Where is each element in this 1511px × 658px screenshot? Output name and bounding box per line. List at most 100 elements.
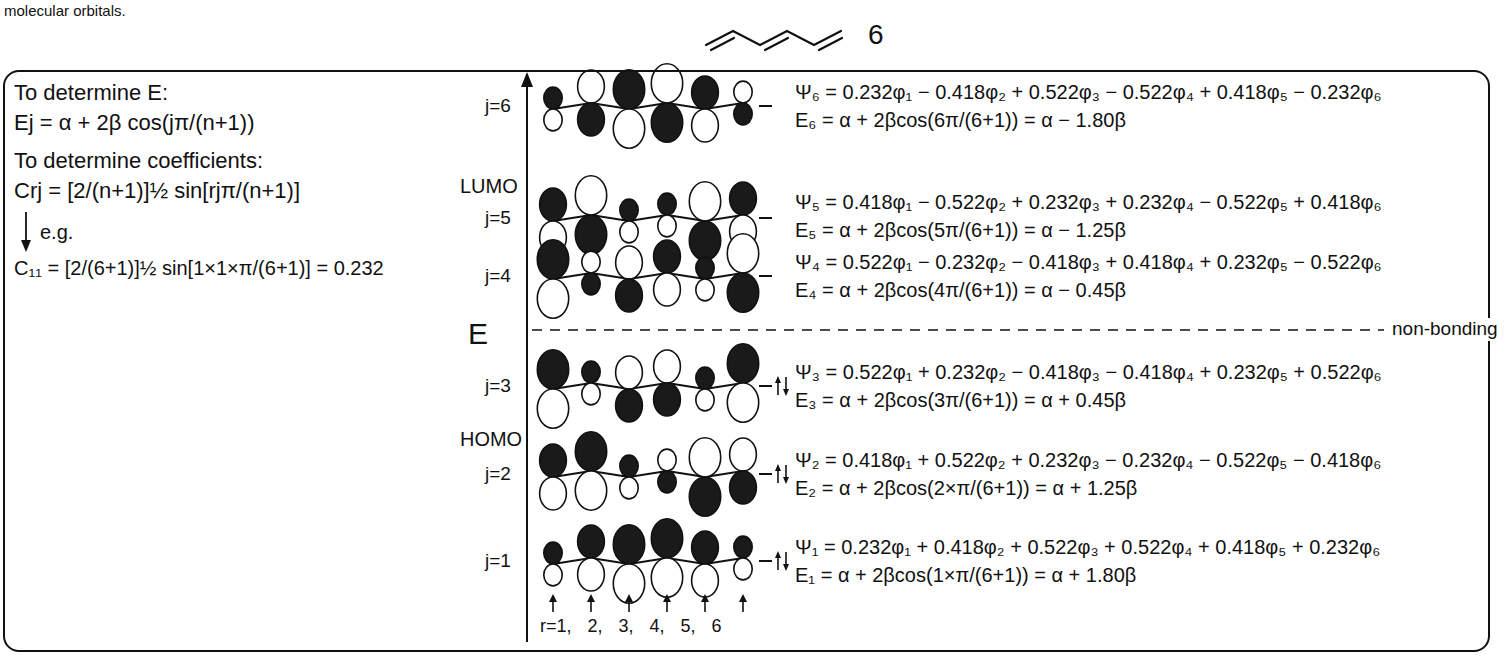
p-orbital-lobe (692, 531, 719, 564)
p-orbital-lobe (727, 234, 758, 273)
p-orbital-lobe (689, 221, 720, 260)
wavefunction-text: Ψ₃ = 0.522φ₁ + 0.232φ₂ − 0.418φ₃ − 0.418… (795, 360, 1382, 384)
p-orbital-lobe (620, 477, 638, 499)
energy-text: E₅ = α + 2βcos(5π/(6+1)) = α − 1.25β (795, 218, 1126, 242)
energy-text: E₆ = α + 2βcos(6π/(6+1)) = α − 1.80β (795, 108, 1126, 132)
p-orbital-lobe (696, 279, 714, 301)
p-orbital-lobe (689, 477, 720, 516)
double-bond (819, 38, 842, 50)
p-orbital-lobe (696, 257, 714, 279)
level-label: j=6 (485, 95, 511, 118)
axis-label: LUMO (460, 174, 518, 198)
p-orbital-lobe (658, 215, 676, 237)
p-orbital-lobe (651, 558, 682, 597)
p-orbital-lobe (544, 109, 562, 131)
p-orbital-lobe (582, 383, 600, 405)
p-orbital-lobe (613, 564, 644, 603)
energy-level (759, 560, 772, 562)
p-orbital-lobe (537, 279, 568, 318)
energy-level (759, 473, 772, 475)
p-orbital-lobe (537, 389, 568, 428)
p-orbital-lobe (727, 273, 758, 312)
p-orbital-lobe (651, 103, 682, 142)
carbon-backbone (553, 383, 743, 389)
p-orbital-lobe (727, 383, 758, 422)
p-orbital-lobe (578, 558, 605, 591)
wavefunction-text: Ψ₅ = 0.418φ₁ − 0.522φ₂ + 0.232φ₃ + 0.232… (795, 190, 1382, 214)
p-orbital-lobe (734, 536, 752, 558)
electron-up (777, 556, 779, 570)
level-label: j=2 (485, 463, 511, 486)
p-orbital-lobe (582, 251, 600, 273)
p-orbital-lobe (616, 279, 643, 312)
energy-level (759, 105, 772, 107)
example-arrowhead (21, 240, 31, 252)
energy-text: E₃ = α + 2βcos(3π/(6+1)) = α + 0.45β (795, 388, 1126, 412)
p-orbital-lobe (537, 350, 568, 389)
atom-index-arrowhead (701, 594, 709, 602)
example-arrow (25, 212, 27, 242)
p-orbital-lobe (734, 81, 752, 103)
p-orbital-lobe (658, 193, 676, 215)
wavefunction-text: Ψ₆ = 0.232φ₁ − 0.418φ₂ + 0.522φ₃ − 0.522… (795, 80, 1382, 104)
electron-down-head (783, 477, 789, 484)
wavefunction-text: Ψ₄ = 0.522φ₁ − 0.232φ₂ − 0.418φ₃ + 0.418… (795, 250, 1382, 274)
p-orbital-lobe (540, 444, 567, 477)
electron-down (785, 552, 787, 566)
note-text: e.g. (40, 220, 73, 244)
electron-down-head (783, 389, 789, 396)
p-orbital-lobe (658, 449, 676, 471)
p-orbital-lobe (620, 199, 638, 221)
non-bonding-line (532, 329, 1384, 331)
p-orbital-lobe (582, 361, 600, 383)
heading-text: To determine coefficients: (14, 148, 263, 174)
double-bond (711, 38, 734, 50)
p-orbital-lobe (544, 564, 562, 586)
p-orbital-lobe (575, 471, 606, 510)
electron-down (785, 377, 787, 391)
index-label: r=1, 2, 3, 4, 5, 6 (540, 616, 722, 638)
energy-text: E₂ = α + 2βcos(2×π/(6+1)) = α + 1.25β (795, 476, 1137, 500)
p-orbital-lobe (730, 471, 757, 504)
energy-text: E₄ = α + 2βcos(4π/(6+1)) = α − 0.45β (795, 278, 1126, 302)
p-orbital-lobe (540, 477, 567, 510)
axis-arrowhead (521, 72, 533, 87)
level-label: j=1 (485, 550, 511, 573)
axis-label: E (468, 316, 488, 352)
p-orbital-lobe (654, 350, 681, 383)
p-orbital-lobe (613, 109, 644, 148)
p-orbital-lobe (696, 367, 714, 389)
p-orbital-lobe (578, 70, 605, 103)
p-orbital-lobe (692, 76, 719, 109)
p-orbital-lobe (620, 221, 638, 243)
p-orbital-lobe (654, 273, 681, 306)
molecular-orbitals (537, 64, 789, 612)
atom-index-arrowhead (663, 594, 671, 602)
p-orbital-lobe (578, 525, 605, 558)
p-orbital-lobe (578, 103, 605, 136)
frame-box: To determine E:Ej = α + 2β cos(jπ/(n+1))… (3, 70, 1490, 652)
energy-level (759, 217, 772, 219)
p-orbital-lobe (613, 525, 644, 564)
p-orbital-lobe (544, 542, 562, 564)
atom-index-arrowhead (549, 594, 557, 602)
electron-up-head (775, 464, 781, 471)
p-orbital-lobe (582, 273, 600, 295)
p-orbital-lobe (730, 438, 757, 471)
p-orbital-lobe (692, 564, 719, 597)
axis-label: HOMO (460, 428, 522, 452)
p-orbital-lobe (613, 70, 644, 109)
electron-up-head (775, 551, 781, 558)
level-label: j=3 (485, 375, 511, 398)
p-orbital-lobe (696, 389, 714, 411)
p-orbital-lobe (654, 383, 681, 416)
p-orbital-lobe (616, 246, 643, 279)
electron-down (785, 465, 787, 479)
level-label: j=4 (485, 265, 511, 288)
p-orbital-lobe (730, 182, 757, 215)
p-orbital-lobe (544, 87, 562, 109)
wavefunction-text: Ψ₂ = 0.418φ₁ + 0.522φ₂ + 0.232φ₃ − 0.232… (795, 448, 1381, 472)
p-orbital-lobe (727, 344, 758, 383)
p-orbital-lobe (654, 240, 681, 273)
double-bond (765, 38, 788, 50)
